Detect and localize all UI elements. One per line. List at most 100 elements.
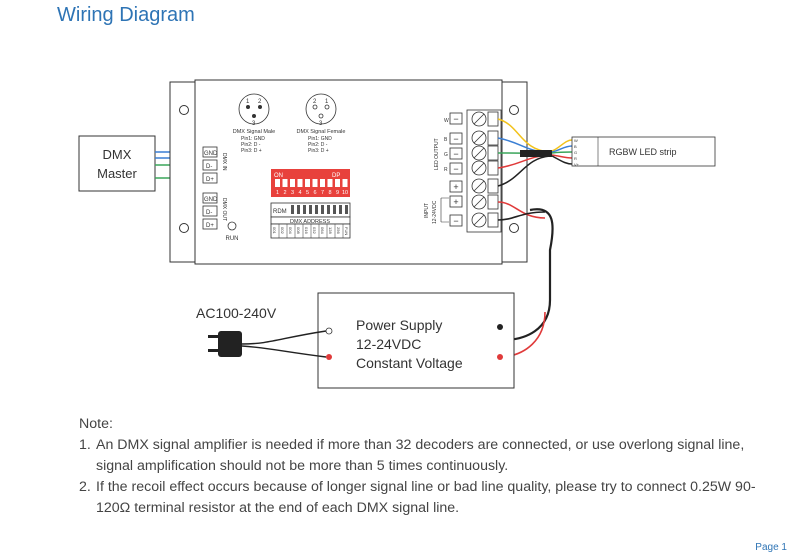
mounting-hole — [179, 223, 189, 233]
address-value: 002 — [280, 227, 285, 234]
mounting-hole — [179, 105, 189, 115]
xlr-male-pin2: Pin2: D - — [241, 142, 261, 148]
dmx-in-label: DMX IN — [221, 153, 227, 171]
notes-heading: Note: — [79, 416, 113, 432]
address-value: 016 — [304, 227, 309, 234]
xlr-female-connector: 2 1 3 DMX Signal Female Pin1: GND Pin2: … — [297, 93, 346, 154]
dip-number: 1 — [276, 190, 279, 196]
power-supply-line3: Constant Voltage — [356, 355, 463, 371]
terminal-minus: − — [453, 114, 458, 124]
xlr-male-n1: 1 — [246, 99, 250, 105]
ac-plug: AC100-240V — [196, 305, 327, 358]
xlr-male-title: DMX Signal Male — [233, 129, 276, 135]
address-value: 001 — [272, 227, 277, 234]
terminal-plus: + — [453, 182, 458, 192]
xlr-male-pin1: Pin1: GND — [241, 136, 265, 142]
dip-switch: ON DP 1 2 3 4 5 6 7 8 9 10 — [271, 169, 350, 197]
input-voltage-label: 12-24VDC — [432, 200, 438, 224]
dmx-address-label: DMX ADDRESS — [290, 219, 330, 225]
dmx-in-terminal: GND D- D+ DMX IN — [202, 146, 227, 184]
run-indicator: RUN — [226, 221, 239, 242]
xlr-male-pin3: Pin3: D + — [241, 148, 262, 154]
dmx-out-label: DMX OUT — [221, 198, 227, 221]
dip-number: 9 — [336, 190, 339, 196]
page-title: Wiring Diagram — [57, 4, 195, 26]
dmx-out-pin-dplus: D+ — [206, 223, 214, 229]
led-output-wires — [497, 118, 573, 187]
mounting-hole — [509, 105, 519, 115]
mounting-hole — [509, 223, 519, 233]
terminal-minus: − — [453, 134, 458, 144]
notes-section: Note: 1. An DMX signal amplifier is need… — [79, 414, 769, 519]
page-number: Page 1 — [755, 542, 787, 553]
address-value: 004 — [288, 227, 293, 234]
dmx-master-line1: DMX — [103, 147, 132, 162]
output-g: G — [444, 152, 448, 158]
dip-on-label: ON — [274, 173, 283, 179]
dmx-out-terminal: GND D- D+ DMX OUT — [202, 192, 227, 230]
xlr-female-pin1: Pin1: GND — [308, 136, 332, 142]
xlr-female-n2: 2 — [313, 99, 317, 105]
address-value: 256 — [336, 227, 341, 234]
strip-pin: B — [574, 144, 577, 149]
address-value: 128 — [328, 227, 333, 234]
input-label: INPUT — [424, 203, 430, 218]
dip-number: 5 — [306, 190, 309, 196]
xlr-male-n3: 3 — [252, 121, 256, 127]
power-supply-line1: Power Supply — [356, 317, 442, 333]
dmx-address-table: RDM DMX ADDRESS 001 002 004 008 016 032 … — [270, 202, 351, 239]
dmx-in-pin-dminus: D- — [206, 164, 212, 170]
strip-pin: G — [574, 150, 577, 155]
dip-number: 6 — [313, 190, 316, 196]
output-r: R — [444, 167, 448, 173]
xlr-female-n3: 3 — [319, 121, 323, 127]
power-supply-box: Power Supply 12-24VDC Constant Voltage — [317, 292, 515, 389]
address-value: FUN — [344, 227, 349, 235]
terminal-minus: − — [453, 164, 458, 174]
terminal-minus: − — [453, 149, 458, 159]
note-number: 2. — [79, 479, 91, 495]
led-strip-label: RGBW LED strip — [609, 147, 677, 157]
note-text: If the recoil effect occurs because of l… — [96, 479, 756, 516]
strip-pin: W — [574, 138, 578, 143]
dmx-out-pin-gnd: GND — [204, 197, 218, 203]
rdm-label: RDM — [273, 209, 287, 215]
dmx-in-pin-gnd: GND — [204, 151, 218, 157]
xlr-male-connector: 1 2 3 DMX Signal Male Pin1: GND Pin2: D … — [233, 93, 276, 154]
ac-voltage-label: AC100-240V — [196, 305, 277, 321]
output-b: B — [444, 137, 448, 143]
dip-number: 3 — [291, 190, 294, 196]
dip-number: 10 — [342, 190, 348, 196]
led-output-label: LED OUTPUT — [434, 138, 440, 170]
address-value: 064 — [320, 227, 325, 234]
strip-pin: V+ — [574, 162, 580, 167]
terminal-plus: + — [453, 197, 458, 207]
dmx-out-pin-dminus: D- — [206, 210, 212, 216]
address-value: 032 — [312, 227, 317, 234]
rgbw-led-strip: W B G R V+ RGBW LED strip — [571, 136, 716, 167]
xlr-female-n1: 1 — [325, 99, 329, 105]
note-item: 1. An DMX signal amplifier is needed if … — [79, 435, 769, 477]
dmx-master-line2: Master — [97, 166, 137, 181]
dip-number: 8 — [328, 190, 331, 196]
xlr-male-n2: 2 — [258, 99, 262, 105]
xlr-female-pin2: Pin2: D - — [308, 142, 328, 148]
xlr-female-pin3: Pin3: D + — [308, 148, 329, 154]
xlr-female-title: DMX Signal Female — [297, 129, 346, 135]
dip-number: 7 — [321, 190, 324, 196]
note-item: 2. If the recoil effect occurs because o… — [79, 477, 769, 519]
dmx-master-box: DMX Master — [78, 135, 156, 192]
address-value: 008 — [296, 227, 301, 234]
run-label: RUN — [226, 236, 239, 242]
dmx-in-pin-dplus: D+ — [206, 177, 214, 183]
note-text: An DMX signal amplifier is needed if mor… — [96, 437, 745, 474]
output-w: W — [444, 118, 449, 124]
dip-number: 2 — [283, 190, 286, 196]
output-terminal-block: − − − − + + − W B G — [424, 109, 502, 233]
strip-pin: R — [574, 156, 577, 161]
terminal-minus: − — [453, 216, 458, 226]
dip-dp-label: DP — [332, 173, 340, 179]
dip-number: 4 — [298, 190, 301, 196]
note-number: 1. — [79, 437, 91, 453]
